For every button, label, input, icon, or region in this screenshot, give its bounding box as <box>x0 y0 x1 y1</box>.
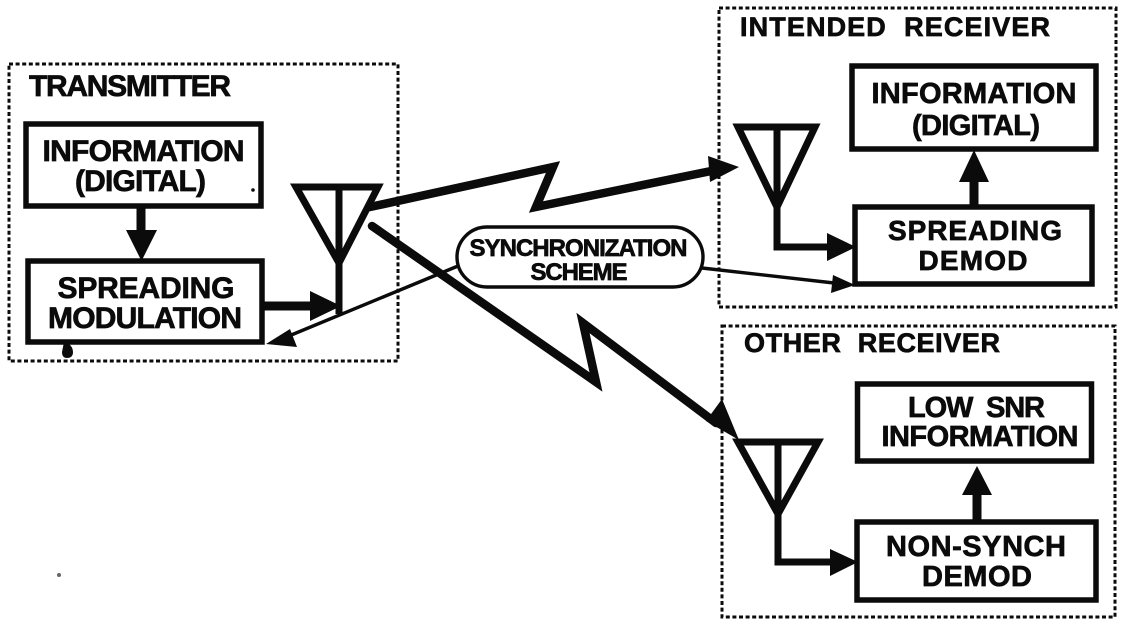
svg-text:NON-SYNCH: NON-SYNCH <box>886 531 1066 563</box>
svg-text:INFORMATION: INFORMATION <box>872 78 1077 110</box>
svg-text:SPREADING: SPREADING <box>58 272 235 305</box>
svg-text:MODULATION: MODULATION <box>48 302 242 335</box>
svg-text:TRANSMITTER: TRANSMITTER <box>29 70 231 103</box>
svg-text:LOW SNR: LOW SNR <box>908 392 1045 424</box>
svg-text:INFORMATION: INFORMATION <box>43 135 245 168</box>
svg-text:(DIGITAL): (DIGITAL) <box>912 110 1040 142</box>
svg-text:INTENDED RECEIVER: INTENDED RECEIVER <box>740 12 1050 42</box>
svg-text:SPREADING: SPREADING <box>888 215 1062 246</box>
svg-text:DEMOD: DEMOD <box>922 561 1032 593</box>
svg-text:(DIGITAL): (DIGITAL) <box>75 165 206 198</box>
svg-text:OTHER RECEIVER: OTHER RECEIVER <box>744 328 1000 358</box>
svg-text:INFORMATION: INFORMATION <box>882 421 1079 453</box>
svg-text:SYNCHRONIZATION: SYNCHRONIZATION <box>470 235 688 262</box>
svg-text:DEMOD: DEMOD <box>919 245 1028 276</box>
svg-text:SCHEME: SCHEME <box>531 259 628 286</box>
